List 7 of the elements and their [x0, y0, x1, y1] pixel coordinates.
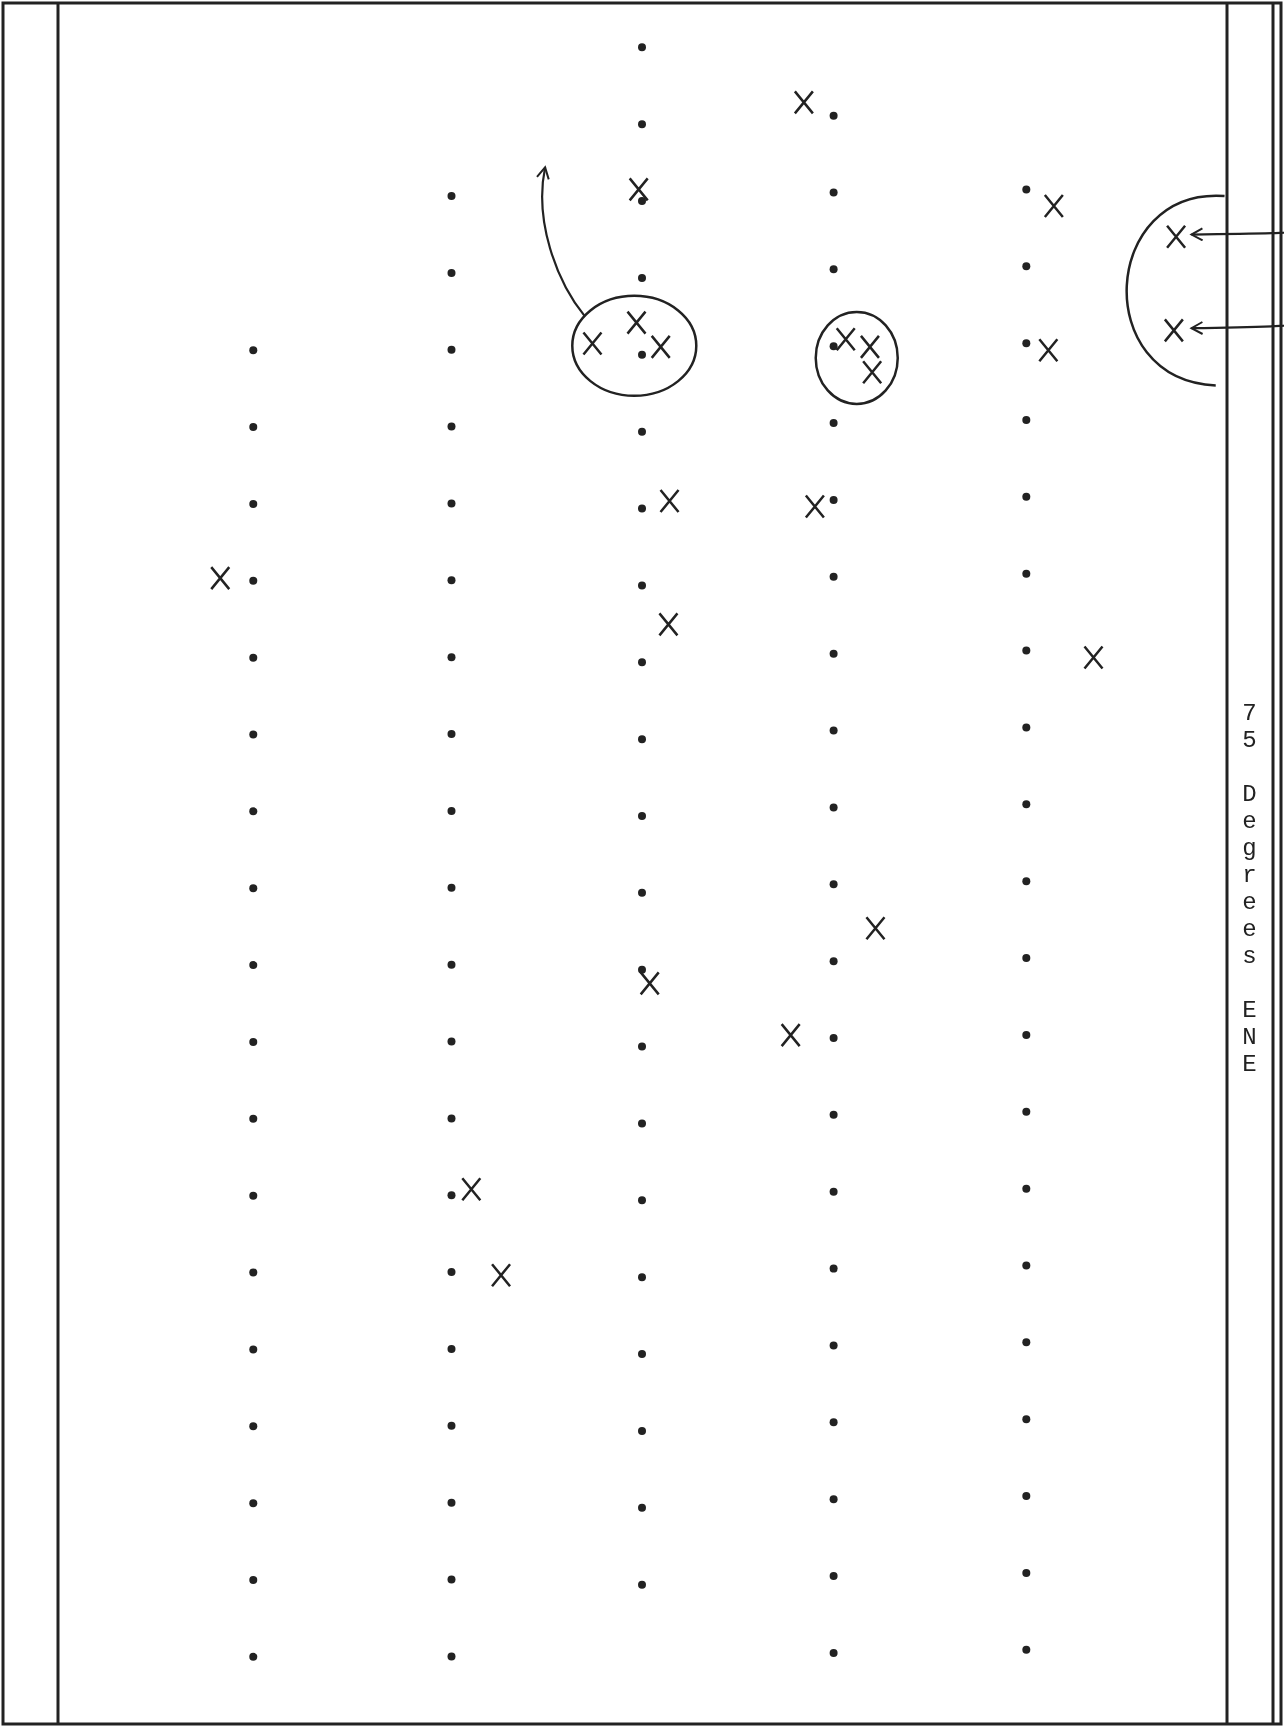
arrow — [1190, 321, 1284, 335]
circled-area — [571, 294, 698, 398]
circled-area — [1125, 194, 1225, 387]
direction-label: 75 Degrees ENE — [1237, 700, 1261, 1078]
arrow — [1190, 227, 1284, 242]
arrow — [536, 166, 586, 317]
circled-area — [814, 310, 899, 406]
